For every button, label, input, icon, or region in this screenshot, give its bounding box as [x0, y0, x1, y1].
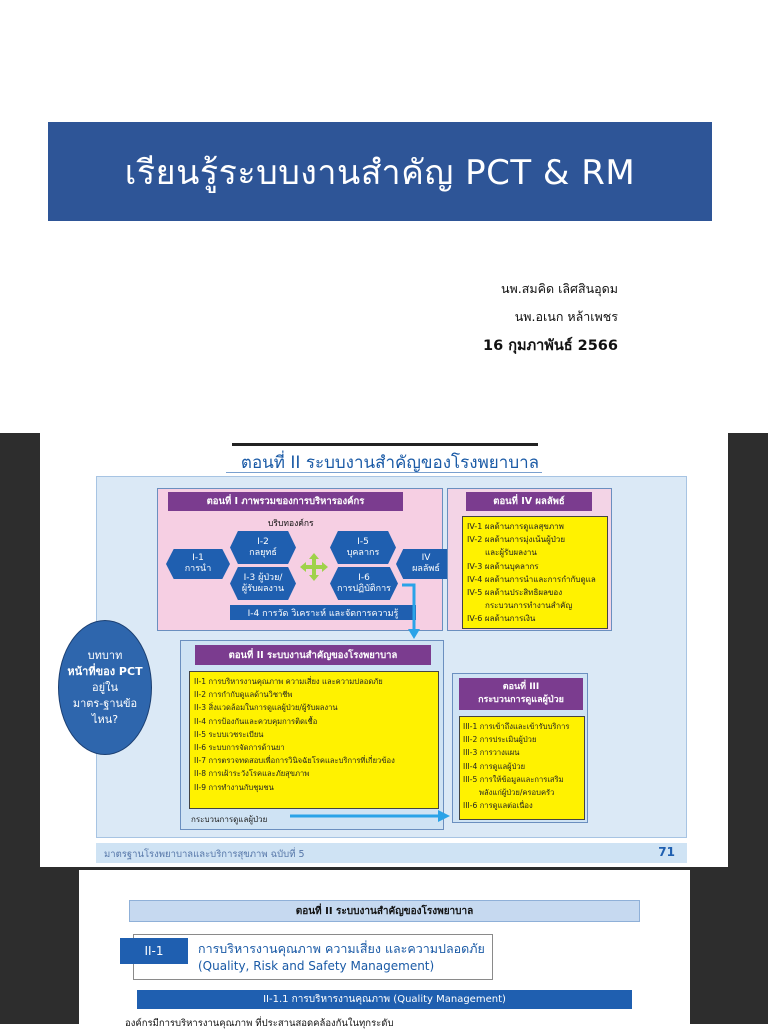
author-2: นพ.อเนก หล้าเพชร	[514, 309, 618, 324]
part2-item: II-1 การบริหารงานคุณภาพ ความเสี่ยง และคว…	[194, 677, 383, 686]
hex-i3-label: ผู้รับผลงาน	[241, 583, 285, 594]
part2-item: II-5 ระบบเวชระเบียน	[194, 729, 264, 739]
page-number: 71	[658, 845, 675, 859]
part4-title: ตอนที่ IV ผลลัพธ์	[466, 492, 592, 511]
part2-item: II-2 การกำกับดูแลด้านวิชาชีพ	[194, 690, 293, 700]
oval-line: อยู่ใน	[92, 680, 118, 694]
part3-title: ตอนที่ III กระบวนการดูแลผู้ป่วย	[459, 678, 583, 710]
part3-list: III-1 การเข้าถึงและเข้ารับบริการ III-2 ก…	[459, 716, 585, 820]
hex-i5-label: บุคลากร	[346, 547, 380, 558]
part4-item: IV-3 ผลด้านบุคลากร	[467, 561, 539, 571]
section-header: ตอนที่ II ระบบงานสำคัญของโรงพยาบาล	[129, 900, 640, 922]
page-footer: มาตรฐานโรงพยาบาลและบริการสุขภาพ ฉบับที่ …	[96, 843, 687, 863]
part3-item: III-6 การดูแลต่อเนื่อง	[463, 801, 533, 811]
section-title-box: การบริหารงานคุณภาพ ความเสี่ยง และความปลอ…	[133, 934, 493, 980]
hex-iv-label: ผลลัพธ์	[412, 564, 440, 574]
part4-box: ตอนที่ IV ผลลัพธ์ IV-1 ผลด้านการดูแลสุขภ…	[447, 488, 612, 631]
part4-item: IV-1 ผลด้านการดูแลสุขภาพ	[467, 522, 564, 531]
section-title-en: (Quality, Risk and Safety Management)	[198, 959, 435, 973]
oval-line: หน้าที่ของ PCT	[67, 664, 143, 678]
book-page-71: ตอนที่ II ระบบงานสำคัญของโรงพยาบาล ตอนที…	[40, 433, 728, 867]
part2-title: ตอนที่ II ระบบงานสำคัญของโรงพยาบาล	[195, 645, 431, 665]
part2-item: II-8 การเฝ้าระวังโรคและภัยสุขภาพ	[194, 769, 310, 779]
part3-item: III-3 การวางแผน	[463, 748, 520, 758]
part2-box: ตอนที่ II ระบบงานสำคัญของโรงพยาบาล II-1 …	[180, 640, 444, 830]
part3-title-line1: ตอนที่ III	[502, 682, 540, 692]
footer-text: มาตรฐานโรงพยาบาลและบริการสุขภาพ ฉบับที่ …	[104, 849, 305, 860]
hex-iv-code: IV	[421, 553, 431, 563]
part2-item: II-9 การทำงานกับชุมชน	[194, 782, 274, 792]
part3-box: ตอนที่ III กระบวนการดูแลผู้ป่วย III-1 กา…	[452, 673, 588, 823]
hex-i3: I-3 ผู้ป่วย/ ผู้รับผลงาน	[230, 567, 296, 600]
hex-i3-code: I-3 ผู้ป่วย/	[243, 572, 283, 583]
hex-iv: IV ผลลัพธ์	[396, 549, 456, 579]
pct-question-oval: บทบาท หน้าที่ของ PCT อยู่ใน มาตร-ฐานข้อ …	[58, 620, 152, 755]
hex-i5: I-5 บุคลากร	[330, 531, 396, 564]
part2-item: II-6 ระบบการจัดการด้านยา	[194, 743, 285, 753]
part4-item: IV-5 ผลด้านประสิทธิผลของ	[467, 588, 563, 598]
part4-item: IV-6 ผลด้านการเงิน	[467, 614, 536, 624]
part1-bottom-bar: I-4 การวัด วิเคราะห์ และจัดการความรู้	[230, 605, 416, 620]
hex-i6-label: การปฏิบัติการ	[337, 583, 391, 594]
hex-i1: I-1 การนำ	[166, 549, 230, 579]
section-title-th: การบริหารงานคุณภาพ ความเสี่ยง และความปลอ…	[198, 941, 485, 956]
arrow-down-icon	[402, 583, 420, 639]
author-1: นพ.สมคิด เลิศสินอุดม	[501, 281, 618, 296]
slide-title: เรียนรู้ระบบงานสำคัญ PCT & RM	[124, 152, 636, 193]
process-label: กระบวนการดูแลผู้ป่วย	[191, 815, 268, 824]
heading-bottom-rule	[226, 472, 542, 473]
hex-i2: I-2 กลยุทธ์	[230, 531, 296, 564]
part3-item: III-1 การเข้าถึงและเข้ารับบริการ	[463, 722, 570, 731]
part2-list: II-1 การบริหารงานคุณภาพ ความเสี่ยง และคว…	[189, 671, 439, 809]
arrow-right-icon	[290, 810, 450, 822]
part3-title-line2: กระบวนการดูแลผู้ป่วย	[478, 695, 564, 705]
oval-line: ไหน?	[91, 712, 119, 726]
slide-title-banner: เรียนรู้ระบบงานสำคัญ PCT & RM	[48, 122, 712, 221]
part1-subtitle: บริบทองค์กร	[268, 519, 314, 529]
part2-item: II-4 การป้องกันและควบคุมการติดเชื้อ	[194, 716, 318, 726]
oval-line: มาตร-ฐานข้อ	[72, 696, 138, 710]
part3-item: III-5 การให้ข้อมูลและการเสริม	[463, 774, 564, 784]
presentation-date: 16 กุมภาพันธ์ 2566	[483, 338, 618, 354]
heading-top-rule	[232, 443, 538, 446]
hex-i5-code: I-5	[357, 536, 369, 547]
hex-i6: I-6 การปฏิบัติการ	[330, 567, 398, 600]
part4-item: กระบวนการทำงานสำคัญ	[485, 601, 573, 611]
section-badge: II-1	[120, 938, 188, 964]
hex-i6-code: I-6	[358, 572, 370, 583]
part4-item: และผู้รับผลงาน	[485, 548, 537, 558]
hex-i2-code: I-2	[257, 536, 269, 547]
part3-item: III-2 การประเมินผู้ป่วย	[463, 735, 537, 745]
part4-item: IV-4 ผลด้านการนำและการกำกับดูแล	[467, 574, 596, 584]
subsection-bar: II-1.1 การบริหารงานคุณภาพ (Quality Manag…	[137, 990, 632, 1009]
part3-item: III-4 การดูแลผู้ป่วย	[463, 761, 526, 771]
part3-item: พลังแก่ผู้ป่วย/ครอบครัว	[479, 788, 555, 798]
oval-line: บทบาท	[87, 648, 123, 662]
book-page-ii1: ตอนที่ II ระบบงานสำคัญของโรงพยาบาล การบร…	[79, 870, 690, 1029]
page-heading: ตอนที่ II ระบบงานสำคัญของโรงพยาบาล	[240, 453, 540, 473]
part4-list: IV-1 ผลด้านการดูแลสุขภาพ IV-2 ผลด้านการม…	[462, 516, 608, 629]
cross-arrows-icon	[298, 551, 330, 583]
hex-i1-code: I-1	[192, 553, 204, 563]
part4-item: IV-2 ผลด้านการมุ่งเน้นผู้ป่วย	[467, 535, 566, 545]
hex-i1-label: การนำ	[184, 564, 212, 574]
part1-title: ตอนที่ I ภาพรวมของการบริหารองค์กร	[168, 492, 403, 511]
hex-i2-label: กลยุทธ์	[249, 547, 277, 558]
part2-item: II-3 สิ่งแวดล้อมในการดูแลผู้ป่วย/ผู้รับผ…	[194, 703, 338, 713]
part2-item: II-7 การตรวจทดสอบเพื่อการวินิจฉัยโรคและบ…	[194, 756, 395, 766]
